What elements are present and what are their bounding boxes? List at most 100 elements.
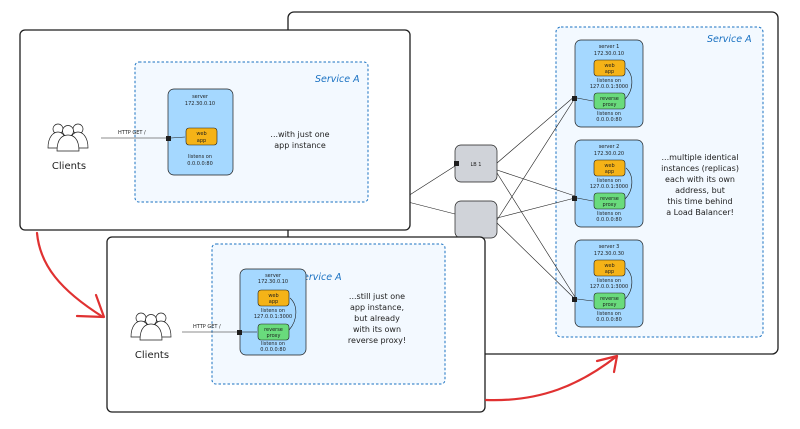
server-2-web-app: [593, 159, 626, 177]
stage2-request-label: HTTP GET /: [193, 324, 221, 330]
server-2-app-listens-1: listens on: [597, 178, 621, 184]
server-3-proxy-listens-2: 0.0.0.0:80: [596, 317, 622, 323]
stage1-port-to-app: [170, 136, 186, 139]
stage1-request-label: HTTP GET /: [118, 130, 146, 136]
stage2-web-app-label-1: web: [268, 293, 278, 299]
server-1-web-app: [593, 59, 626, 77]
stage2-app-listens-2: 127.0.0.1:3000: [254, 314, 292, 320]
stage2-web-app: [257, 289, 290, 307]
server-3-web-app: [593, 259, 626, 277]
server-3-ip: 172.30.0.30: [594, 251, 624, 257]
stage1-server-port: [166, 136, 171, 141]
stage2-note-line-4: with its own: [353, 325, 401, 334]
stage2-server-port: [237, 330, 242, 335]
server-3-proxy-listens-1: listens on: [597, 311, 621, 317]
stage1-web-app-label-1: web: [196, 131, 206, 137]
stage1-web-app: [185, 127, 218, 146]
server-3-name: server 3: [599, 244, 620, 250]
stage1-listens-2: 0.0.0.0:80: [187, 161, 213, 167]
server-1-port-to-proxy: [576, 97, 594, 102]
server-1-web-app-label-1: web: [604, 63, 614, 69]
lb1-to-server3: [496, 172, 576, 298]
server-1-port: [572, 96, 577, 101]
server-1-ip: 172.30.0.10: [594, 51, 624, 57]
server-2-proxy-label-1: reverse: [600, 196, 619, 202]
stage1-listens-1: listens on: [188, 154, 212, 160]
server-3-port-to-proxy: [576, 298, 594, 302]
stage1-web-app-label-2: app: [197, 138, 206, 144]
arrow-stage2-to-stage3-head: [595, 354, 619, 374]
server-2-app-listens-2: 127.0.0.1:3000: [590, 184, 628, 190]
server-2: server 2 172.30.0.20 web app listens on …: [572, 139, 644, 228]
server-3-proxy-label-2: proxy: [603, 302, 617, 308]
server-3-proxy-label-1: reverse: [600, 296, 619, 302]
server-2-proxy-listens-2: 0.0.0.0:80: [596, 217, 622, 223]
stage3-note-line-5: this time behind: [667, 197, 732, 206]
server-1-proxy-label-1: reverse: [600, 96, 619, 102]
stage2-proxy-listens-1: listens on: [261, 341, 285, 347]
stage1-clients-label: Clients: [52, 161, 86, 172]
stage3-note-line-4: address, but: [675, 186, 725, 195]
server-3-app-listens-2: 127.0.0.1:3000: [590, 284, 628, 290]
load-balancer-1-label: LB 1: [471, 162, 482, 168]
stage1-note-line-1: ...with just one: [270, 130, 329, 139]
stage1-service-label: Service A: [315, 74, 360, 85]
stage3-note-line-2: instances (replicas): [661, 164, 739, 173]
stage2-server: server 172.30.0.10 web app listens on 12…: [237, 268, 307, 356]
arrow-stage1-to-stage2-head: [75, 293, 106, 319]
stage2-reverse-proxy: [257, 323, 290, 341]
server-1-proxy-listens-1: listens on: [597, 111, 621, 117]
stage2-proxy-label-2: proxy: [267, 333, 281, 339]
lb-connections: [407, 95, 576, 300]
stage2-app-listens-1: listens on: [261, 308, 285, 314]
stage3-service-label: Service A: [707, 34, 752, 45]
server-3-proxy-to-app-arrow: [624, 267, 633, 300]
stage2-web-app-label-2: app: [269, 299, 278, 305]
server-1-name: server 1: [599, 44, 620, 50]
stage2-service-label: Service A: [297, 272, 342, 283]
stage2-note: ...still just one app instance, but alre…: [348, 292, 406, 345]
stage2-server-box: [239, 268, 307, 356]
server-2-reverse-proxy: [593, 192, 626, 210]
lb1-input-port: [454, 161, 459, 166]
server-1-app-listens-2: 127.0.0.1:3000: [590, 84, 628, 90]
stage2-note-line-1: ...still just one: [349, 292, 405, 301]
server-2-port: [572, 196, 577, 201]
server-1-proxy-listens-2: 0.0.0.0:80: [596, 117, 622, 123]
stage1-server-ip: 172.30.0.10: [185, 101, 215, 107]
arrow-stage2-to-stage3: [484, 354, 619, 402]
lb1-to-server1: [496, 95, 576, 164]
arrow-stage1-to-stage2: [35, 231, 105, 319]
stage2-clients-label: Clients: [135, 350, 169, 361]
server-1-web-app-label-2: app: [605, 69, 614, 75]
server-1-reverse-proxy: [593, 92, 626, 110]
stage2-panel: Service A Clients HTTP GET / server 172.…: [106, 236, 486, 413]
client-to-lb1: [407, 165, 456, 197]
server-2-proxy-to-app-arrow: [624, 167, 633, 200]
server-2-name: server 2: [599, 144, 620, 150]
stage2-proxy-listens-2: 0.0.0.0:80: [260, 347, 286, 353]
stage2-server-name: server: [265, 273, 282, 279]
server-2-box: [574, 139, 644, 228]
server-3: server 3 172.30.0.30 web app listens on …: [572, 239, 644, 328]
stage1-server: server 172.30.0.10 web app listens on 0.…: [166, 88, 234, 176]
stage2-proxy-to-app-arrow: [288, 297, 297, 331]
stage1-note: ...with just one app instance: [270, 130, 329, 150]
lb2-to-server3: [496, 222, 576, 300]
stage1-panel: Service A Clients HTTP GET / server 172.…: [19, 29, 411, 231]
client-to-lb2: [407, 201, 456, 215]
stage3-note-line-3: each with its own: [665, 175, 735, 184]
server-2-web-app-label-2: app: [605, 169, 614, 175]
server-1-proxy-label-2: proxy: [603, 102, 617, 108]
stage1-note-line-2: app instance: [274, 141, 326, 150]
server-2-proxy-label-2: proxy: [603, 202, 617, 208]
server-2-web-app-label-1: web: [604, 163, 614, 169]
stage2-proxy-label-1: reverse: [264, 327, 283, 333]
server-3-reverse-proxy: [593, 292, 626, 310]
server-1-box: [574, 39, 644, 128]
server-3-app-listens-1: listens on: [597, 278, 621, 284]
server-2-port-to-proxy: [576, 197, 594, 202]
lb2-to-server2: [496, 197, 576, 219]
server-2-proxy-listens-1: listens on: [597, 211, 621, 217]
